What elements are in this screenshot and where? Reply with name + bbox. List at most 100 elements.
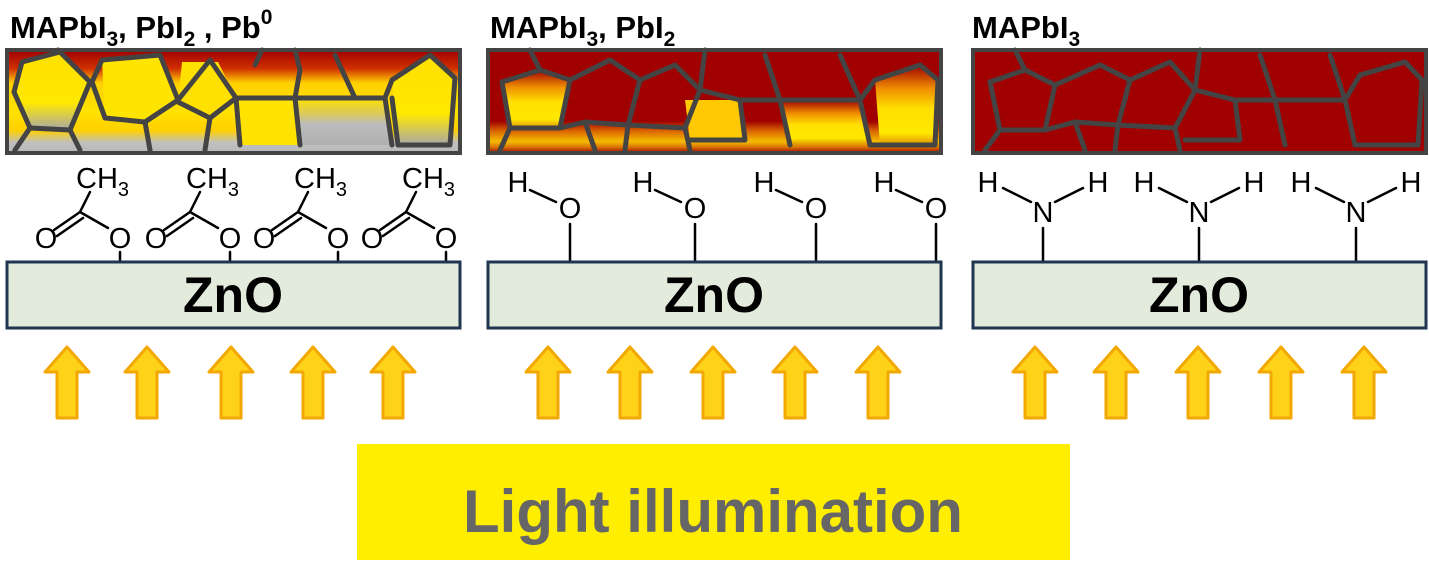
up-arrow-icon: [207, 345, 255, 420]
up-arrow-icon: [689, 345, 737, 420]
carbonyl-bond-2: [165, 216, 195, 238]
up-arrow-icon: [524, 345, 572, 420]
methyl-label: CH3: [294, 163, 347, 201]
hydrogen-atom: H: [754, 167, 775, 199]
c-ch3-bond: [188, 190, 202, 214]
ester-oxygen: O: [219, 223, 242, 255]
oxygen-atom: O: [559, 193, 582, 225]
carbonyl-bond-2: [273, 216, 303, 238]
carbonyl-bond-1: [270, 210, 300, 232]
panel2-zno-substrate: ZnO: [486, 260, 943, 330]
hydroxyl-group: HO: [754, 167, 828, 264]
nitrogen-atom: N: [1346, 197, 1367, 229]
carbonyl-bond-1: [52, 210, 82, 232]
panel3-zno-label: ZnO: [1149, 267, 1249, 323]
ester-oxygen: O: [327, 223, 350, 255]
hydrogen-atom-left: H: [1134, 167, 1155, 199]
up-arrow-icon: [606, 345, 654, 420]
methyl-label: CH3: [186, 163, 239, 201]
panel3-title: MAPbI3: [972, 10, 1080, 51]
h-o-bond: [653, 188, 683, 204]
hydroxyl-group: HO: [874, 167, 948, 264]
panel1-title: MAPbI3, PbI2 , Pb0: [10, 6, 272, 51]
up-arrow-icon: [1257, 345, 1305, 420]
panel1-zno-substrate: ZnO: [5, 260, 462, 330]
hydrogen-atom-left: H: [978, 167, 999, 199]
n-h-bond-right: [1053, 186, 1085, 204]
c-o-bond: [404, 210, 436, 230]
hydroxyl-group: HO: [633, 167, 707, 264]
up-arrow-icon: [123, 345, 171, 420]
c-o-bond: [78, 210, 110, 230]
h-o-bond: [528, 188, 558, 204]
hydrogen-atom-right: H: [1401, 167, 1422, 199]
hydrogen-atom-left: H: [1291, 167, 1312, 199]
n-h-bond-right: [1366, 186, 1398, 204]
panel2-title: MAPbI3, PbI2: [490, 10, 675, 51]
hydrogen-atom: H: [633, 167, 654, 199]
panel1-zno-label: ZnO: [183, 267, 283, 323]
carbonyl-oxygen: O: [35, 223, 58, 255]
carbonyl-bond-2: [381, 216, 411, 238]
carbonyl-bond-1: [378, 210, 408, 232]
up-arrow-icon: [1092, 345, 1140, 420]
hydrogen-atom: H: [874, 167, 895, 199]
panel2-zno-label: ZnO: [664, 267, 764, 323]
hydrogen-atom-right: H: [1088, 167, 1109, 199]
n-h-bond-left: [1314, 186, 1346, 204]
carbonyl-oxygen: O: [253, 223, 276, 255]
n-h-bond-right: [1209, 186, 1241, 204]
up-arrow-icon: [771, 345, 819, 420]
carbonyl-oxygen: O: [145, 223, 168, 255]
c-ch3-bond: [78, 190, 92, 214]
panel3-perovskite-layer: [971, 47, 1428, 155]
up-arrow-icon: [43, 345, 91, 420]
up-arrow-icon: [1011, 345, 1059, 420]
h-o-bond: [774, 188, 804, 204]
nitrogen-atom: N: [1189, 197, 1210, 229]
panel2-perovskite-layer: [486, 47, 943, 155]
carbonyl-bond-1: [162, 210, 192, 232]
up-arrow-icon: [289, 345, 337, 420]
carbonyl-bond-2: [55, 216, 85, 238]
c-o-bond: [296, 210, 328, 230]
light-illumination-box: Light illumination: [357, 444, 1070, 560]
methyl-label: CH3: [402, 163, 455, 201]
c-o-bond: [188, 210, 220, 230]
oxygen-atom: O: [684, 193, 707, 225]
up-arrow-icon: [369, 345, 417, 420]
up-arrow-icon: [1340, 345, 1388, 420]
up-arrow-icon: [854, 345, 902, 420]
hydrogen-atom: H: [508, 167, 529, 199]
n-h-bond-left: [1157, 186, 1189, 204]
panel3-zno-substrate: ZnO: [971, 260, 1428, 330]
oxygen-atom: O: [805, 193, 828, 225]
c-ch3-bond: [404, 190, 418, 214]
nitrogen-atom: N: [1033, 197, 1054, 229]
carbonyl-oxygen: O: [361, 223, 384, 255]
hydrogen-atom-right: H: [1244, 167, 1265, 199]
n-h-bond-left: [1001, 186, 1033, 204]
h-o-bond: [894, 188, 924, 204]
oxygen-atom: O: [925, 193, 948, 225]
up-arrow-icon: [1174, 345, 1222, 420]
ester-oxygen: O: [435, 223, 458, 255]
ester-oxygen: O: [109, 223, 132, 255]
c-ch3-bond: [296, 190, 310, 214]
light-illumination-label: Light illumination: [463, 478, 963, 545]
hydroxyl-group: HO: [508, 167, 582, 264]
light-arrows: [43, 345, 1388, 420]
panel1-perovskite-layer: [5, 47, 462, 155]
methyl-label: CH3: [76, 163, 129, 201]
